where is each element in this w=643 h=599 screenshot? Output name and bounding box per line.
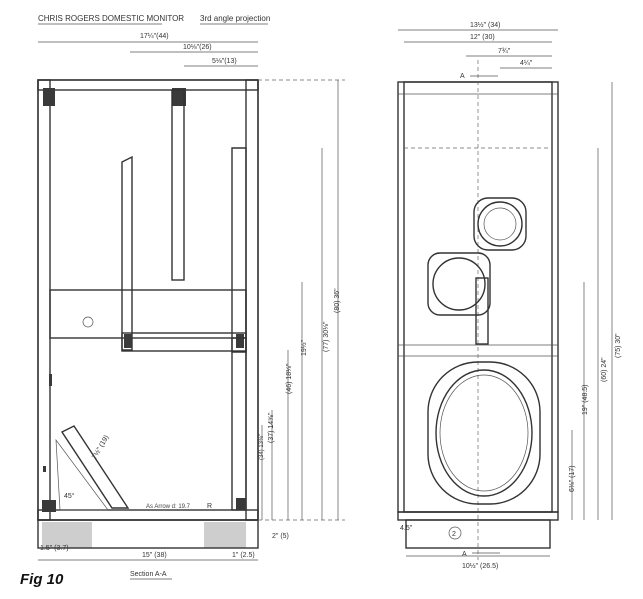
drawing-title: CHRIS ROGERS DOMESTIC MONITOR: [38, 14, 184, 23]
rear-wall: [245, 79, 259, 521]
dim-top-small: 5⅛"(13): [212, 58, 237, 65]
dim-height-partition: (46) 18⅛": [286, 363, 293, 394]
header: CHRIS ROGERS DOMESTIC MONITOR 3rd angle …: [38, 14, 270, 25]
dim-height-overall: (80) 36": [334, 288, 341, 313]
top-panel: [37, 79, 259, 91]
dim-height-low-front: 6⅜" (17): [569, 465, 576, 492]
tweeter-dome: [483, 207, 517, 241]
plinth-block: [204, 522, 246, 548]
front-view: 2: [397, 60, 559, 560]
dim-height-small: 19½": [300, 339, 308, 356]
mark-r: R: [207, 503, 212, 510]
mid-shelf: [49, 289, 247, 339]
fixing-mark: [49, 374, 52, 386]
shelf-lower: [121, 332, 247, 352]
dim-panel-bottom: 2" (5): [272, 533, 289, 540]
section-marker-top: A: [460, 73, 465, 80]
section-marker-bottom: A: [462, 551, 467, 558]
tweeter-cone: [477, 201, 523, 247]
midrange-brace: [475, 277, 489, 345]
dim-height-mid: (37) 14⅝": [268, 412, 275, 443]
dim-height-upper: (77) 30⅛": [323, 321, 330, 352]
dim-top-mid: 10⅛"(26): [183, 44, 212, 51]
angle-label: 45°: [64, 492, 75, 500]
corner-block: [42, 500, 56, 512]
angled-panel: [121, 155, 133, 351]
dim-driver-offset: 7¾": [498, 48, 511, 55]
corner-block: [172, 88, 186, 106]
cabinet-outline-section: [37, 79, 259, 521]
dim-width-inner: 12" (30): [470, 34, 495, 41]
internal-note: As Arrow d: 19.7: [146, 504, 191, 510]
section-label: Section A-A: [130, 571, 167, 578]
figure-label: Fig 10: [20, 571, 64, 588]
midrange-flange: [427, 252, 491, 316]
shelf-block: [236, 334, 244, 348]
bass-cone: [435, 369, 533, 497]
dim-width-overall: 13½" (34): [470, 21, 501, 29]
inner-baffle: [171, 89, 185, 281]
plinth-block: [42, 522, 92, 548]
plinth: [37, 519, 259, 549]
dim-base-width-front: 10½" (26.5): [462, 562, 498, 570]
corner-block: [43, 88, 55, 106]
midrange-cone: [432, 257, 486, 311]
front-wall: [37, 79, 51, 521]
dim-height-bass: 19" (48.5): [582, 384, 589, 415]
dim-driver-small: 4¼": [520, 60, 533, 67]
front-dimensions: 13½" (34) 12" (30) 7¾" 4¼" A A (75) 30" …: [398, 21, 622, 570]
mark-circle: [82, 316, 94, 328]
dim-height-mid-front: (60) 24": [601, 357, 608, 382]
dim-height-low: (34) 13⅜": [259, 434, 265, 460]
lower-rear-panel: [231, 337, 247, 511]
section-dimensions: 17¼"(44) 10⅛"(26) 5⅛"(13) (80) 36" (77) …: [38, 33, 345, 561]
dim-base-right: 1" (2.5): [232, 552, 255, 559]
bottom-panel: [37, 509, 259, 521]
dim-top-overall: 17¼"(44): [140, 33, 169, 40]
dim-height-overall-front: (75) 30": [615, 333, 622, 358]
port-mark: 2: [452, 531, 456, 538]
midrange-driver: [427, 252, 491, 345]
fixing-mark: [43, 466, 46, 472]
bass-outer: [427, 361, 541, 505]
projection-note: 3rd angle projection: [200, 14, 270, 23]
diagonal-brace: [60, 425, 130, 509]
tweeter-flange: [473, 197, 527, 251]
bass-surround: [439, 374, 529, 492]
section-view: [37, 79, 259, 549]
front-plinth: [405, 519, 551, 549]
dim-base-left-front: 4.5": [400, 525, 413, 532]
rear-inner-panel: [231, 147, 247, 353]
dim-brace: 7½" (19): [90, 434, 110, 461]
dim-base-width: 15" (38): [142, 552, 167, 559]
dim-base-left: 1.5" (3.7): [40, 545, 69, 552]
corner-block: [236, 498, 246, 510]
brace-triangle: [55, 438, 109, 511]
shelf-block: [124, 334, 132, 348]
tweeter: [473, 197, 527, 251]
bass-driver: [427, 361, 541, 505]
